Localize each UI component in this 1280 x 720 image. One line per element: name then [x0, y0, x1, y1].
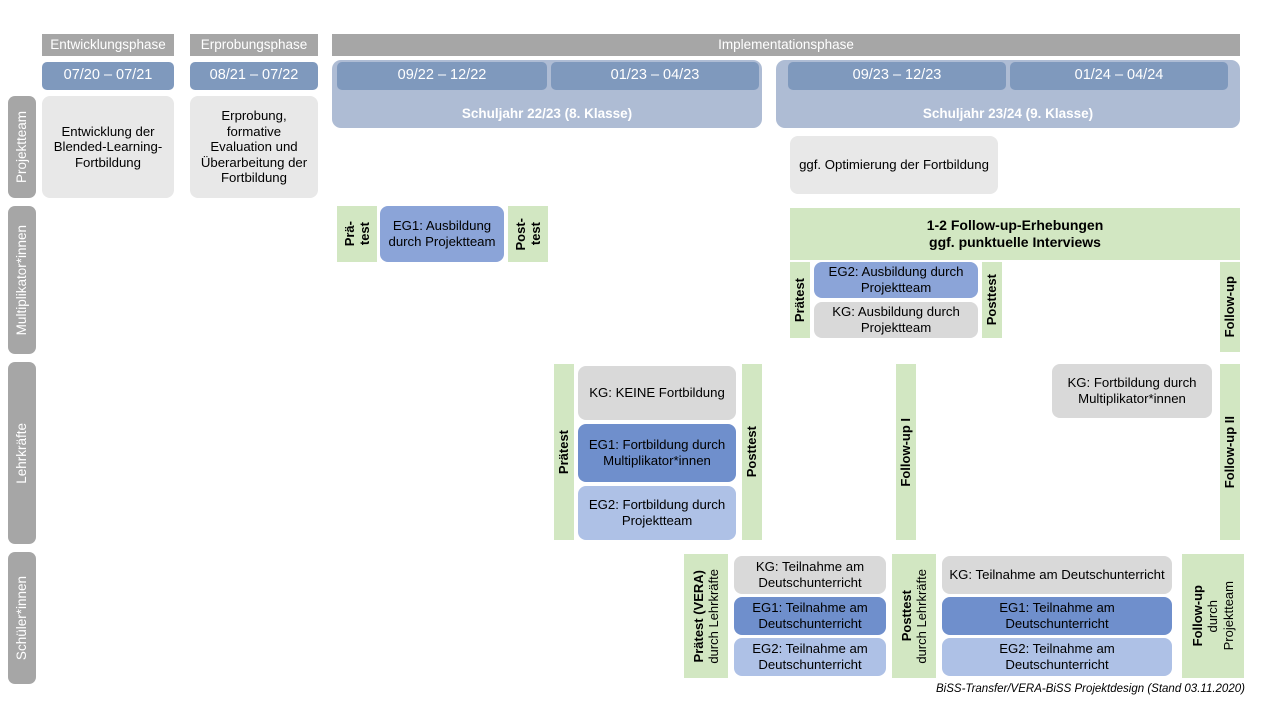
posttest-schueler-stack: Posttest durch Lehrkräfte — [892, 554, 936, 678]
card-mult-kg-ausbildung: KG: Ausbildung durch Projektteam — [814, 302, 978, 338]
posttest-schueler-sub: durch Lehrkräfte — [914, 568, 929, 664]
green-praetest-vera: Prätest (VERA) durch Lehrkräfte — [684, 554, 728, 678]
followup2-text: Follow-up II — [1222, 415, 1238, 489]
period-chip-0922-1222: 09/22 – 12/22 — [337, 62, 547, 90]
card-lehr-kg-fortbildung: KG: Fortbildung durch Multiplikator*inne… — [1052, 364, 1212, 418]
card-entwicklung-fortbildung: Entwicklung der Blended-Learning-Fortbil… — [42, 96, 174, 198]
banner-line2: ggf. punktuelle Interviews — [929, 234, 1101, 250]
green-praetest-lehrkraefte: Prätest — [554, 364, 574, 540]
green-praetest-multiplikatoren-1: Prä- test — [337, 206, 377, 262]
followup-mult-text: Follow-up — [1222, 276, 1238, 338]
role-label-multiplikatoren: Multiplikator*innen — [8, 206, 36, 354]
phase-header-entwicklung: Entwicklungsphase — [42, 34, 174, 56]
card-mult-eg2-ausbildung: EG2: Ausbildung durch Projektteam — [814, 262, 978, 298]
green-followup-schueler: Follow-up durch Projektteam — [1182, 554, 1244, 678]
role-label-projektteam-text: Projektteam — [14, 110, 30, 184]
praetest-vera-main: Prätest (VERA) — [690, 569, 706, 663]
role-label-projektteam: Projektteam — [8, 96, 36, 198]
card-erprobung-evaluation: Erprobung, formative Evaluation und Über… — [190, 96, 318, 198]
followup1-text: Follow-up I — [898, 417, 914, 487]
banner-followup-erhebungen: 1-2 Follow-up-Erhebungen ggf. punktuelle… — [790, 208, 1240, 260]
card-schueler-kg-1: KG: Teilnahme am Deutschunterricht — [734, 556, 886, 594]
followup-schueler-main: Follow-up — [1190, 585, 1205, 647]
posttest-schueler-main: Posttest — [898, 590, 914, 642]
green-posttest-multiplikatoren-2: Posttest — [982, 262, 1002, 338]
posttest2-text: Posttest — [984, 274, 1000, 326]
period-chip-0720-0721: 07/20 – 07/21 — [42, 62, 174, 90]
card-mult-eg1-ausbildung: EG1: Ausbildung durch Projektteam — [380, 206, 504, 262]
green-posttest-schueler: Posttest durch Lehrkräfte — [892, 554, 936, 678]
posttest-line1: Post- — [512, 217, 528, 251]
green-posttest-multiplikatoren-1: Post- test — [508, 206, 548, 262]
praetest-lehrkraefte-text: Prätest — [556, 429, 572, 475]
role-label-multiplikatoren-text: Multiplikator*innen — [14, 224, 30, 336]
praetest-vera-sub: durch Lehrkräfte — [706, 568, 721, 664]
followup-schueler-stack: Follow-up durch Projektteam — [1182, 554, 1244, 678]
card-optimierung-fortbildung: ggf. Optimierung der Fortbildung — [790, 136, 998, 194]
praetest-vera-stack: Prätest (VERA) durch Lehrkräfte — [684, 554, 728, 678]
posttest-lehrkraefte-text: Posttest — [744, 426, 760, 478]
green-praetest-multiplikatoren-2: Prätest — [790, 262, 810, 338]
card-schueler-eg2-1: EG2: Teilnahme am Deutschunterricht — [734, 638, 886, 676]
green-posttest-lehrkraefte: Posttest — [742, 364, 762, 540]
role-label-lehrkraefte-text: Lehrkräfte — [14, 422, 30, 484]
role-label-schueler: Schüler*innen — [8, 552, 36, 684]
green-followup1-lehrkraefte: Follow-up I — [896, 364, 916, 540]
schoolyear-2324-label: Schuljahr 23/24 (9. Klasse) — [922, 106, 1094, 122]
card-lehr-kg-keine: KG: KEINE Fortbildung — [578, 366, 736, 420]
praetest-vertical-stack: Prä- test — [337, 206, 377, 262]
card-schueler-eg1-1: EG1: Teilnahme am Deutschunterricht — [734, 597, 886, 635]
card-schueler-eg1-2: EG1: Teilnahme am Deutschunterricht — [942, 597, 1172, 635]
praetest-line2: test — [357, 222, 372, 246]
posttest-vertical-stack: Post- test — [508, 206, 548, 262]
card-schueler-eg2-2: EG2: Teilnahme am Deutschunterricht — [942, 638, 1172, 676]
period-chip-0123-0423: 01/23 – 04/23 — [551, 62, 759, 90]
card-lehr-eg1: EG1: Fortbildung durch Multiplikator*inn… — [578, 424, 736, 482]
schoolyear-2223-label: Schuljahr 22/23 (8. Klasse) — [461, 106, 633, 122]
praetest-line1: Prä- — [341, 221, 357, 247]
followup-schueler-sub2: Projektteam — [1220, 581, 1236, 651]
banner-line1: 1-2 Follow-up-Erhebungen — [926, 217, 1104, 234]
footer-credit: BiSS-Transfer/VERA-BiSS Projektdesign (S… — [936, 683, 1245, 695]
period-chip-0821-0722: 08/21 – 07/22 — [190, 62, 318, 90]
phase-header-implementation: Implementationsphase — [332, 34, 1240, 56]
period-chip-0923-1223: 09/23 – 12/23 — [788, 62, 1006, 90]
followup-schueler-sub1: durch — [1205, 599, 1221, 633]
period-chip-0124-0424: 01/24 – 04/24 — [1010, 62, 1228, 90]
card-lehr-eg2: EG2: Fortbildung durch Projektteam — [578, 486, 736, 540]
role-label-schueler-text: Schüler*innen — [14, 575, 30, 661]
green-followup-multiplikatoren: Follow-up — [1220, 262, 1240, 352]
green-followup2-lehrkraefte: Follow-up II — [1220, 364, 1240, 540]
praetest2-text: Prätest — [792, 277, 808, 323]
phase-header-erprobung: Erprobungsphase — [190, 34, 318, 56]
role-label-lehrkraefte: Lehrkräfte — [8, 362, 36, 544]
card-schueler-kg-2: KG: Teilnahme am Deutschunterricht — [942, 556, 1172, 594]
posttest-line2: test — [528, 222, 543, 246]
